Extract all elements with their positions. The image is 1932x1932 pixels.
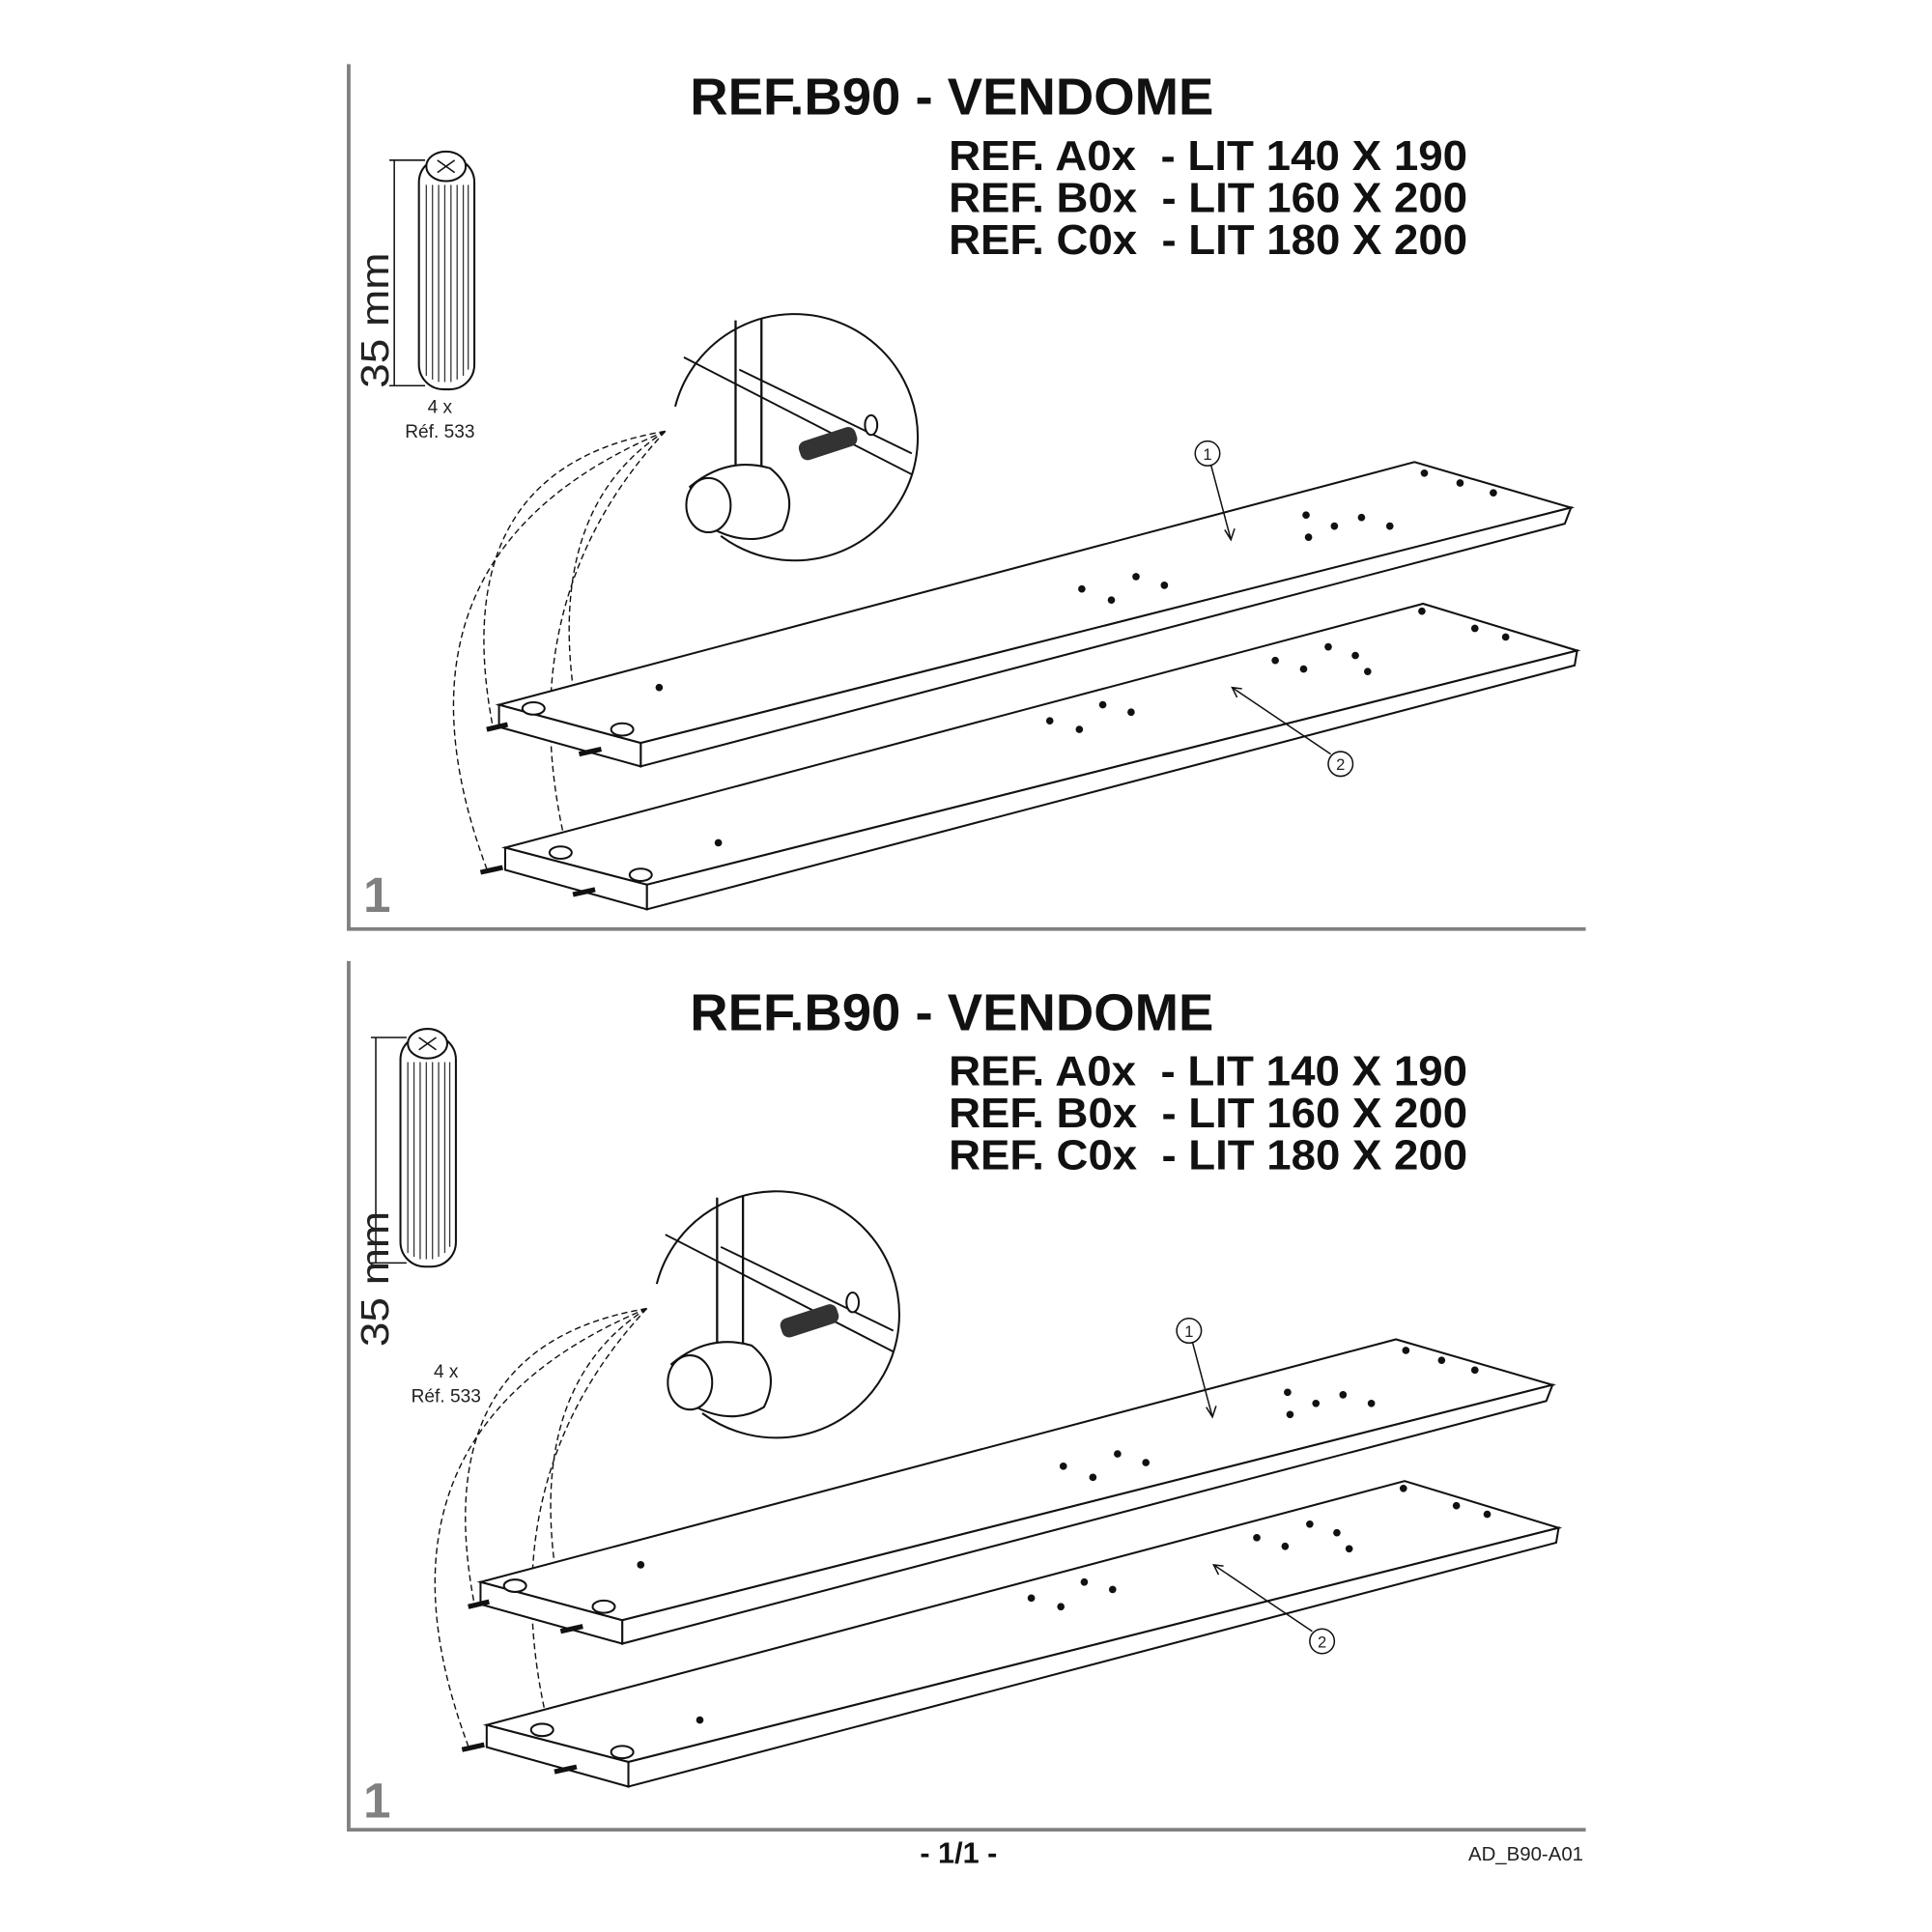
step-number: 1 xyxy=(363,1773,390,1828)
dowel-quantity: 4 x xyxy=(428,397,453,417)
panel-2: REF.B90 - VENDOME REF. A0x - LIT 140 X 1… xyxy=(347,960,1586,1833)
dowel-reference: Réf. 533 xyxy=(405,422,474,442)
page-number: - 1/1 - xyxy=(920,1837,997,1870)
dowel-reference: Réf. 533 xyxy=(412,1387,481,1407)
callout-2: 2 xyxy=(1318,1633,1326,1651)
model-ref-line: REF. B0x - LIT 160 X 200 xyxy=(949,1091,1467,1137)
document-code: AD_B90-A01 xyxy=(1468,1844,1583,1865)
assembly-illustration xyxy=(389,152,1577,909)
dowel-dimension: 35 mm xyxy=(353,1211,397,1347)
model-ref-line: REF. A0x - LIT 140 X 190 xyxy=(949,1049,1467,1095)
step-number: 1 xyxy=(363,867,390,923)
callout-1: 1 xyxy=(1203,445,1211,464)
callout-2: 2 xyxy=(1336,755,1345,774)
model-ref-line: REF. A0x - LIT 140 X 190 xyxy=(949,133,1467,180)
panel-title: REF.B90 - VENDOME xyxy=(690,70,1213,127)
panel-frame xyxy=(347,64,1586,931)
model-ref-line: REF. C0x - LIT 180 X 200 xyxy=(949,217,1467,264)
model-ref-line: REF. C0x - LIT 180 X 200 xyxy=(949,1132,1467,1179)
dowel-dimension: 35 mm xyxy=(353,252,397,387)
dowel-quantity: 4 x xyxy=(434,1362,459,1382)
model-ref-line: REF. B0x - LIT 160 X 200 xyxy=(949,175,1467,221)
callout-1: 1 xyxy=(1184,1322,1193,1341)
panel-title: REF.B90 - VENDOME xyxy=(690,984,1213,1041)
panel-1: REF.B90 - VENDOME REF. A0x - LIT 140 X 1… xyxy=(347,64,1586,931)
panel-frame xyxy=(347,960,1586,1833)
